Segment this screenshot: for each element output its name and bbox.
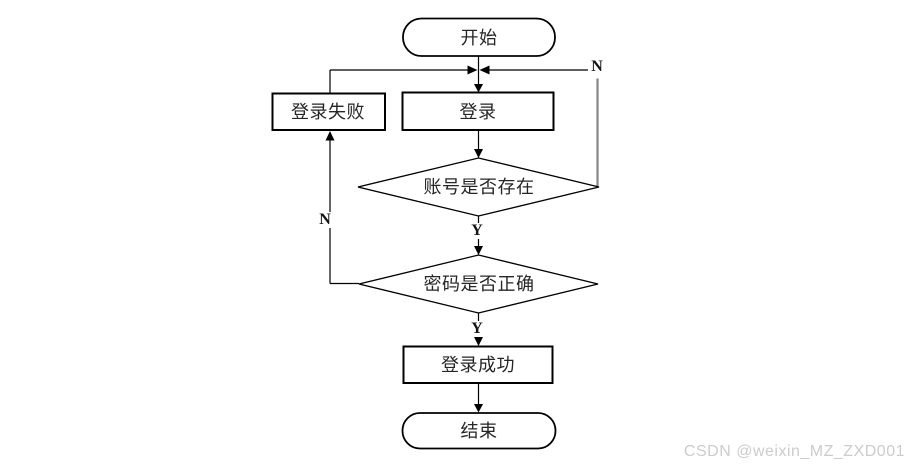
start-terminator-shape xyxy=(402,17,556,57)
password-correct-decision-shape xyxy=(358,254,599,314)
arrowhead-junction-right xyxy=(467,65,478,75)
branch-label-password-yes: Y xyxy=(469,320,485,337)
start-label: 开始 xyxy=(460,28,498,48)
password-correct-label: 密码是否正确 xyxy=(423,274,535,294)
arrowhead-into-login-fail xyxy=(325,131,335,141)
login-box-shape xyxy=(401,91,555,131)
account-exists-decision-shape xyxy=(357,157,600,217)
login-success-label: 登录成功 xyxy=(441,355,515,375)
login-label: 登录 xyxy=(459,102,497,122)
login-fail-box-shape xyxy=(271,92,386,131)
arrowhead-junction-left xyxy=(479,65,490,75)
branch-label-account-no: N xyxy=(589,58,605,75)
arrowhead-into-success xyxy=(474,337,483,346)
end-terminator-shape xyxy=(401,412,557,450)
arrowhead-into-password-diamond xyxy=(474,246,483,255)
branch-label-password-no: N xyxy=(317,211,333,228)
login-success-box-shape xyxy=(402,345,554,384)
arrowhead-into-end xyxy=(474,404,483,413)
arrowhead-into-login xyxy=(474,84,483,93)
end-label: 结束 xyxy=(460,421,498,441)
login-fail-label: 登录失败 xyxy=(291,102,365,122)
arrowhead-into-account-diamond xyxy=(474,149,483,158)
branch-label-account-yes: Y xyxy=(469,222,485,239)
account-exists-label: 账号是否存在 xyxy=(423,177,535,197)
watermark-text: CSDN @weixin_MZ_ZXD001 xyxy=(683,443,905,460)
